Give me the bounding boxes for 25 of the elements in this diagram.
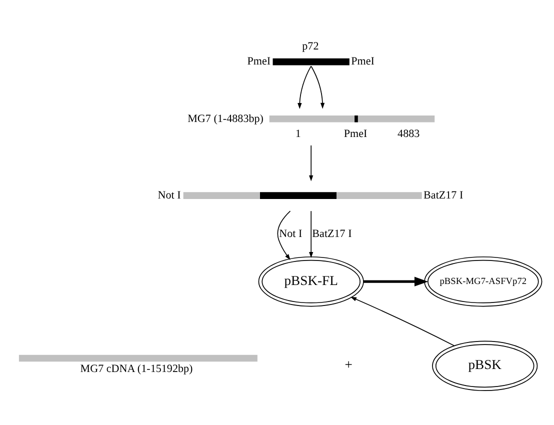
edge-label: Not I <box>279 227 302 240</box>
node-ellipse: pBSK <box>432 340 538 391</box>
node-ellipse: pBSK-MG7-ASFVp72 <box>424 256 542 306</box>
node-label: MG7 (1-4883bp) <box>188 112 264 124</box>
arrow <box>364 276 428 286</box>
node-label: p72 <box>302 40 319 52</box>
label: + <box>344 356 352 372</box>
node-label: PmeI <box>351 55 374 68</box>
edge-label: BatZ17 I <box>312 227 352 240</box>
node-box <box>272 58 350 65</box>
node-ellipse: pBSK-FL <box>258 256 364 306</box>
node-label: Not I <box>158 188 181 201</box>
arrow <box>309 144 314 181</box>
node-label: MG7 cDNA (1-15192bp) <box>80 362 193 375</box>
node-bar <box>18 354 258 362</box>
node-label: 4883 <box>398 128 420 140</box>
arrow <box>309 210 314 258</box>
arrow <box>310 65 325 108</box>
node-label: BatZ17 I <box>424 188 464 201</box>
node-label: PmeI <box>344 128 368 140</box>
arrow <box>277 210 291 260</box>
arrow <box>350 296 454 346</box>
node-label: PmeI <box>247 55 271 68</box>
node-label: 1 <box>295 128 301 140</box>
arrow <box>298 65 312 108</box>
